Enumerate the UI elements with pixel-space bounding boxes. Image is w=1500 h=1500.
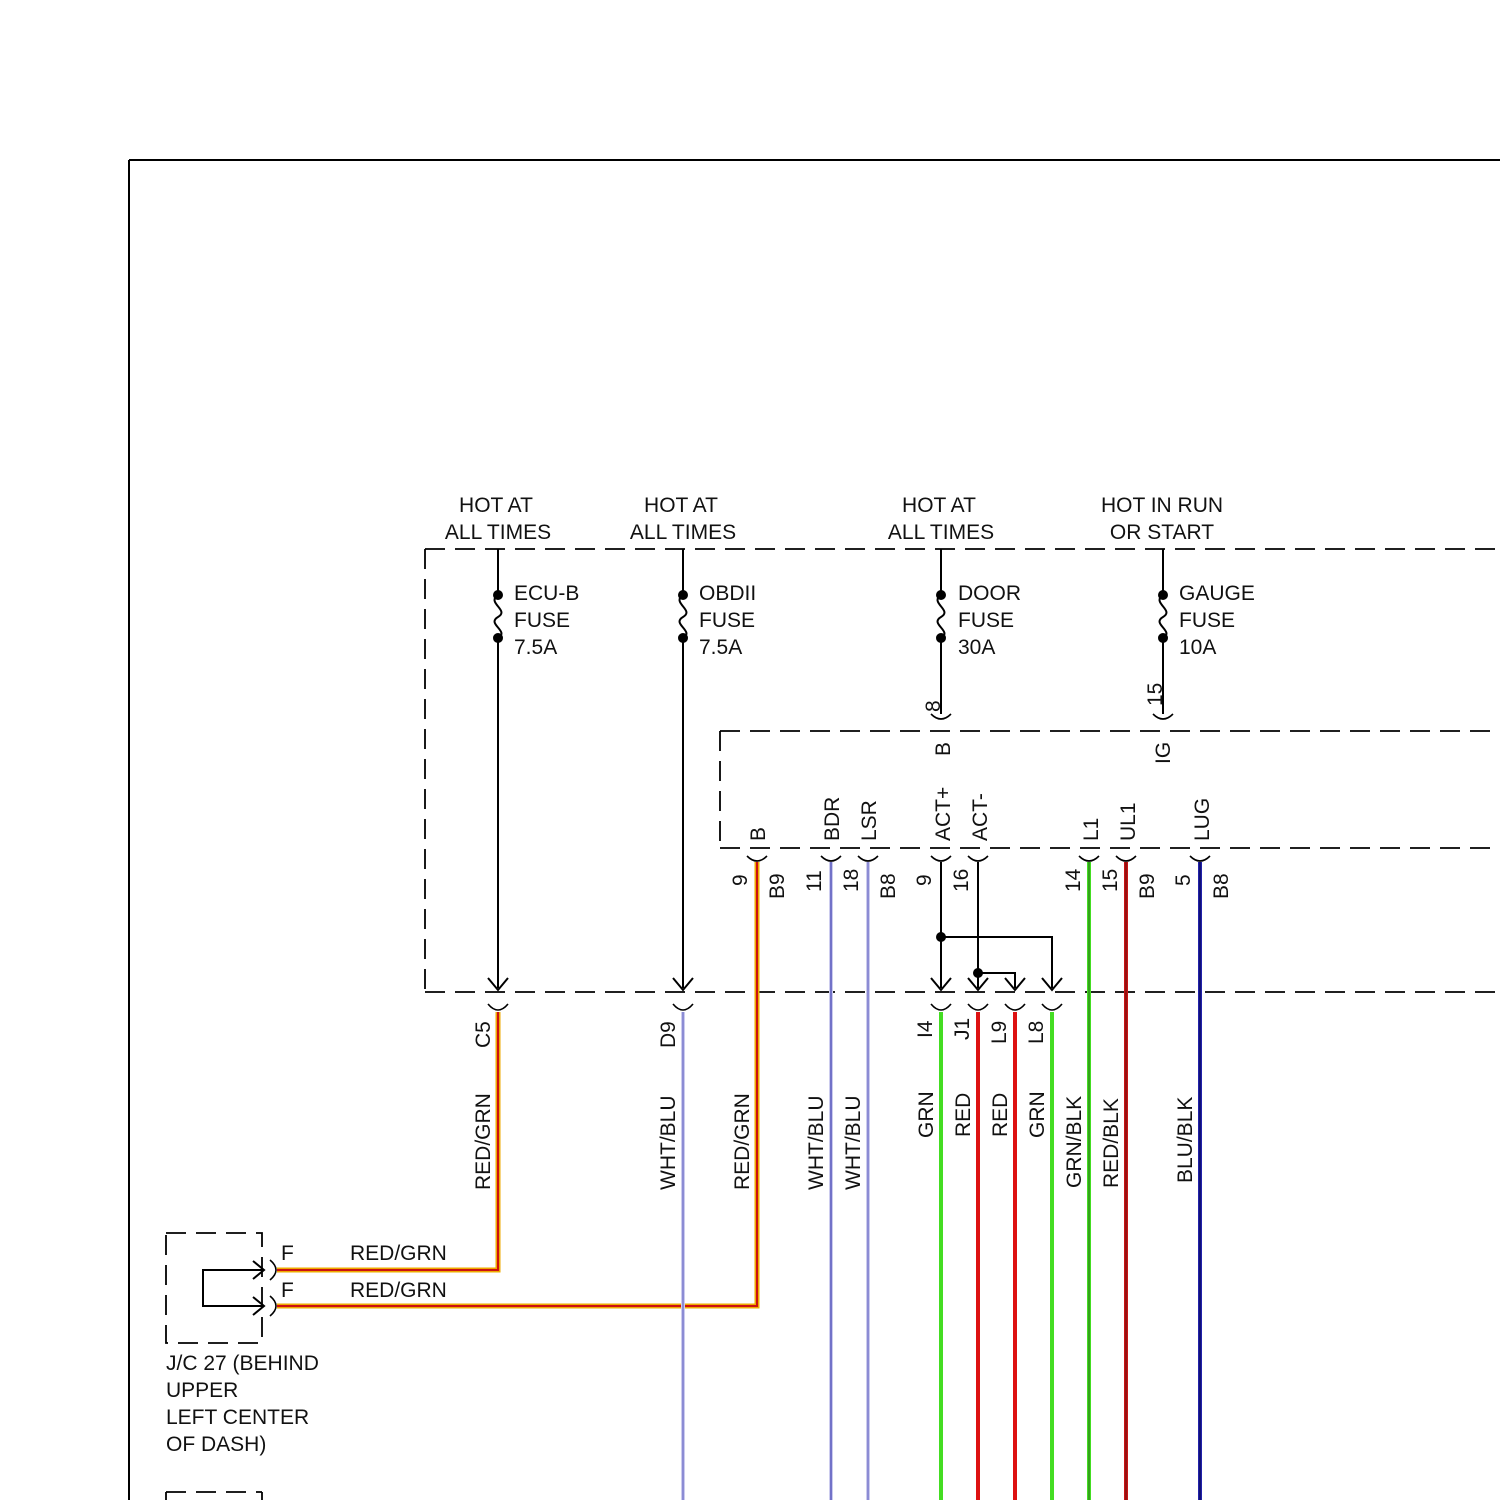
pin-act-plus: 9: [913, 874, 936, 886]
fuse-obdii-name: OBDII: [699, 582, 756, 605]
source-door-line2: ALL TIMES: [888, 521, 994, 544]
fuse-door-rating: 30A: [958, 636, 995, 659]
wire-label-l1: GRN/BLK: [1063, 1096, 1086, 1188]
fuse-gauge-name: GAUGE: [1179, 582, 1255, 605]
terminal-l1: L1: [1080, 818, 1103, 841]
jc27-wire1: RED/GRN: [350, 1242, 447, 1265]
terminal-ig-top: IG: [1152, 742, 1175, 764]
wire-label-d9: WHT/BLU: [657, 1096, 680, 1191]
source-gauge-line1: HOT IN RUN: [1101, 494, 1223, 517]
terminal-bdr: BDR: [821, 797, 844, 841]
wire-label-b9: RED/GRN: [731, 1093, 754, 1190]
terminal-b-top: B: [932, 742, 955, 756]
pin-ul1: 15: [1099, 869, 1122, 892]
terminal-act-minus: ACT-: [969, 793, 992, 841]
fuse-gauge-type: FUSE: [1179, 609, 1235, 632]
jc27-block: F F RED/GRN RED/GRN J/C 27 (BEHIND UPPER…: [166, 1233, 447, 1500]
terminal-lsr: LSR: [858, 800, 881, 841]
wire-label-lsr: WHT/BLU: [842, 1096, 865, 1191]
jc27-wire2: RED/GRN: [350, 1279, 447, 1302]
source-door-line1: HOT AT: [902, 494, 976, 517]
outer-frame: [129, 160, 1500, 1500]
wire-c5: [277, 1012, 498, 1270]
fuse-ecu-b: ECU-B FUSE 7.5A: [488, 549, 579, 1010]
pin-bdr: 11: [803, 870, 826, 892]
source-ecu-b-line1: HOT AT: [459, 494, 533, 517]
source-obdii-line1: HOT AT: [644, 494, 718, 517]
terminal-ul1: UL1: [1117, 802, 1140, 841]
pin-gauge: 15: [1144, 683, 1167, 706]
jc27-label-line3: LEFT CENTER: [166, 1406, 309, 1429]
source-ecu-b-line2: ALL TIMES: [445, 521, 551, 544]
jc27-label-line2: UPPER: [166, 1379, 238, 1402]
wire-label-l9: RED: [989, 1093, 1012, 1137]
pin-act-minus: 16: [950, 869, 973, 892]
fuse-gauge: GAUGE FUSE 10A: [1153, 549, 1255, 719]
pin-door: 8: [922, 700, 945, 712]
conn-lug: B8: [1210, 873, 1233, 899]
wire-label-i4: GRN: [915, 1091, 938, 1138]
conn-b: B9: [766, 873, 789, 899]
terminal-b: B: [747, 827, 770, 841]
terminal-lug: LUG: [1191, 798, 1214, 841]
module-terminal-names: B BDR LSR ACT+ ACT- L1 UL1 LUG: [747, 787, 1214, 841]
wire-label-bdr: WHT/BLU: [805, 1096, 828, 1191]
wire-label-j1: RED: [952, 1093, 975, 1137]
terminal-act-plus: ACT+: [932, 787, 955, 841]
jc27-pin1: F: [281, 1242, 294, 1265]
wire-label-ul1: RED/BLK: [1100, 1098, 1123, 1188]
fuse-door: DOOR FUSE 30A: [931, 549, 1021, 719]
fuse-door-type: FUSE: [958, 609, 1014, 632]
jpin-l8: L8: [1025, 1021, 1048, 1044]
jc27-label-line1: J/C 27 (BEHIND: [166, 1352, 319, 1375]
source-labels: HOT AT ALL TIMES HOT AT ALL TIMES HOT AT…: [445, 494, 1223, 544]
pin-b: 9: [729, 874, 752, 886]
pin-lug: 5: [1172, 874, 1195, 886]
jpin-l9: L9: [988, 1021, 1011, 1044]
module-connector-cups: [747, 856, 1210, 861]
fuse-ecu-b-name: ECU-B: [514, 582, 579, 605]
jpin-c5: C5: [472, 1021, 495, 1048]
fuse-obdii: OBDII FUSE 7.5A: [673, 549, 756, 1010]
fuse-obdii-rating: 7.5A: [699, 636, 742, 659]
conn-lsr: B8: [877, 873, 900, 899]
fuse-ecu-b-rating: 7.5A: [514, 636, 557, 659]
pin-lsr: 18: [840, 869, 863, 892]
module-pin-labels: 9 B9 11 18 B8 9 16 14 15 B9 5 B8: [729, 868, 1233, 899]
conn-ul1: B9: [1136, 873, 1159, 899]
junction-bottom-cups: [931, 1004, 1062, 1010]
fuse-obdii-type: FUSE: [699, 609, 755, 632]
wire-label-lug: BLU/BLK: [1174, 1097, 1197, 1183]
pin-l1: 14: [1062, 868, 1085, 892]
source-obdii-line2: ALL TIMES: [630, 521, 736, 544]
jc27-label-line4: OF DASH): [166, 1433, 266, 1456]
wire-label-c5: RED/GRN: [472, 1093, 495, 1190]
jpin-j1: J1: [951, 1018, 974, 1040]
wire-label-l8: GRN: [1026, 1091, 1049, 1138]
module-top-pins: 8 15 B IG: [922, 683, 1175, 764]
fuse-gauge-rating: 10A: [1179, 636, 1216, 659]
jc27-pin2: F: [281, 1279, 294, 1302]
source-gauge-line2: OR START: [1110, 521, 1214, 544]
fuse-ecu-b-type: FUSE: [514, 609, 570, 632]
jpin-d9: D9: [657, 1021, 680, 1048]
fuse-door-name: DOOR: [958, 582, 1021, 605]
jpin-i4: I4: [914, 1020, 937, 1038]
junction-pin-labels: C5 D9 I4 J1 L9 L8: [472, 1018, 1048, 1048]
